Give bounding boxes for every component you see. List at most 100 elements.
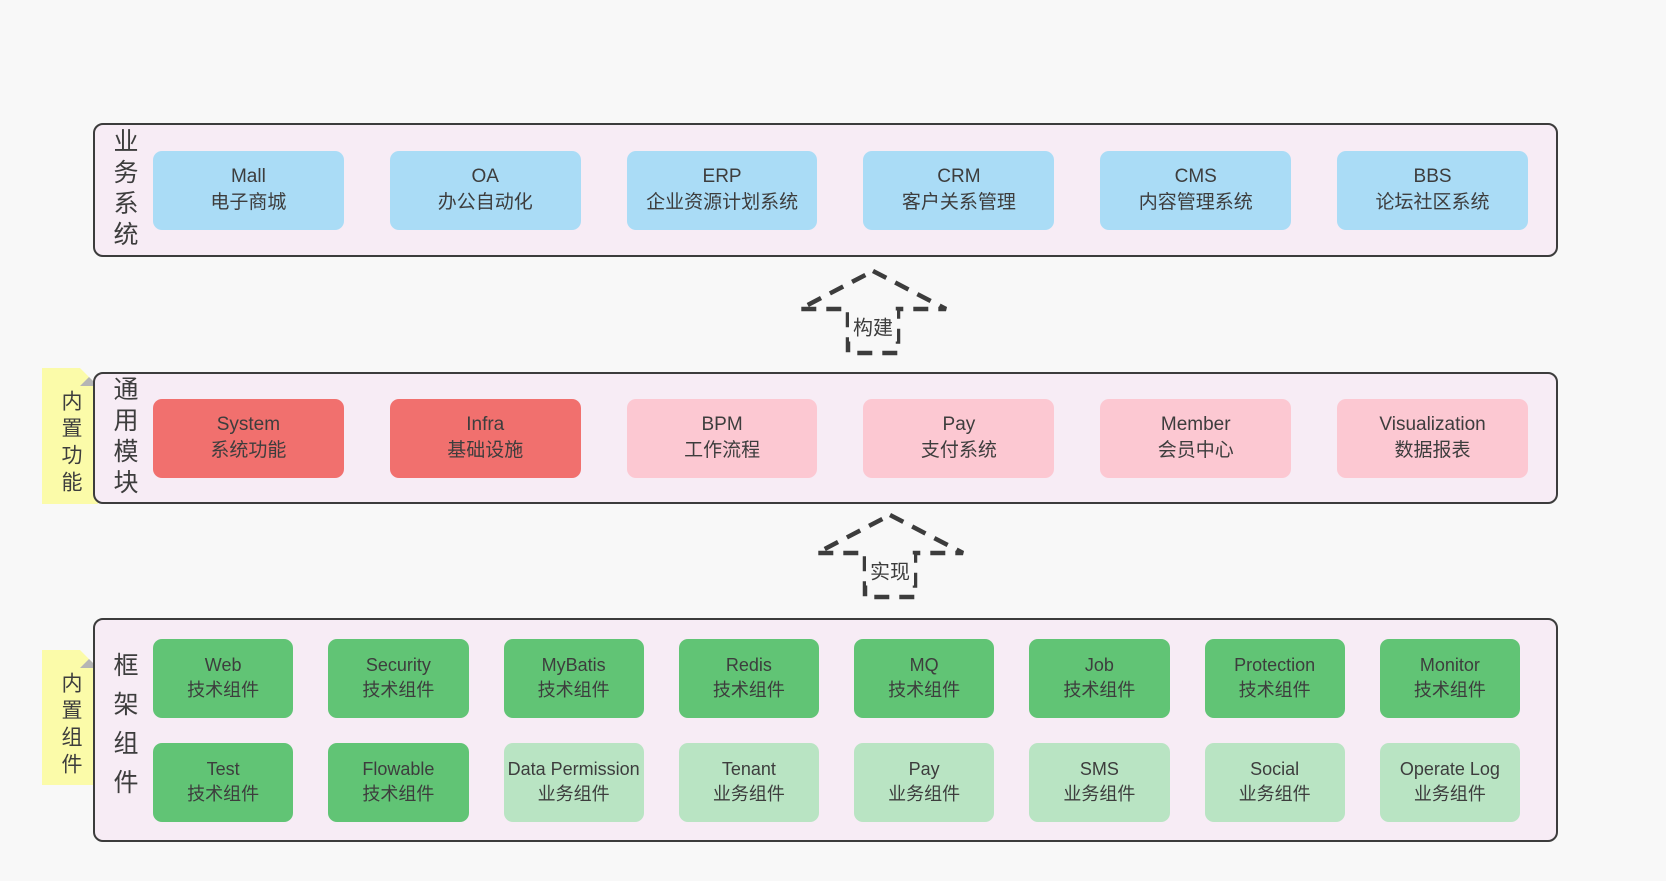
- module-section-label: 通用模块: [110, 376, 138, 500]
- box-subtitle: 业务组件: [537, 784, 610, 804]
- box-subtitle: 技术组件: [537, 680, 610, 700]
- box-title: Pay: [908, 759, 940, 779]
- box-subtitle: 工作流程: [684, 440, 761, 461]
- box-title: Visualization: [1379, 414, 1486, 435]
- box-web: Web 技术组件: [153, 638, 294, 718]
- box-subtitle: 技术组件: [362, 784, 435, 804]
- box-title: Infra: [466, 414, 505, 435]
- box-member: Member 会员中心: [1100, 398, 1292, 478]
- box-subtitle: 技术组件: [362, 680, 435, 700]
- box-protection: Protection 技术组件: [1204, 638, 1345, 718]
- box-subtitle: 业务组件: [1063, 784, 1136, 804]
- box-subtitle: 会员中心: [1157, 440, 1234, 461]
- box-pay-biz: Pay 业务组件: [854, 742, 995, 822]
- component-rows: Web 技术组件 Security 技术组件 MyBatis 技术组件 Redi…: [153, 620, 1556, 840]
- box-title: Web: [204, 655, 242, 675]
- box-data-permission: Data Permission 业务组件: [503, 742, 644, 822]
- module-boxes-row: System 系统功能 Infra 基础设施 BPM 工作流程 Pay 支付系统…: [153, 374, 1556, 502]
- box-title: Member: [1160, 414, 1231, 435]
- box-security: Security 技术组件: [328, 638, 469, 718]
- box-crm: CRM 客户关系管理: [863, 150, 1055, 230]
- box-tenant: Tenant 业务组件: [678, 742, 819, 822]
- box-title: System: [216, 414, 281, 435]
- box-sms: SMS 业务组件: [1029, 742, 1170, 822]
- box-monitor: Monitor 技术组件: [1379, 638, 1520, 718]
- box-title: BPM: [701, 414, 743, 435]
- box-title: Job: [1084, 655, 1114, 675]
- sticky-note-label: 内置组件: [59, 672, 82, 780]
- box-title: Monitor: [1419, 655, 1480, 675]
- box-system: System 系统功能: [153, 398, 344, 478]
- common-modules-section: 通用模块 System 系统功能 Infra 基础设施 BPM 工作流程 Pay…: [93, 372, 1558, 504]
- box-bpm: BPM 工作流程: [626, 398, 818, 478]
- box-title: Mall: [230, 166, 266, 187]
- box-subtitle: 论坛社区系统: [1375, 192, 1490, 213]
- box-operate-log: Operate Log 业务组件: [1379, 742, 1520, 822]
- box-title: SMS: [1079, 759, 1119, 779]
- box-subtitle: 客户关系管理: [901, 192, 1016, 213]
- box-title: MQ: [909, 655, 939, 675]
- component-row-1: Web 技术组件 Security 技术组件 MyBatis 技术组件 Redi…: [153, 638, 1520, 718]
- sticky-note-label: 内置功能: [59, 390, 82, 498]
- box-subtitle: 支付系统: [920, 440, 997, 461]
- implement-arrow-label: 实现: [866, 554, 914, 586]
- box-pay: Pay 支付系统: [863, 398, 1055, 478]
- box-redis: Redis 技术组件: [678, 638, 819, 718]
- box-title: Protection: [1234, 655, 1316, 675]
- builtin-features-sticky-note: 内置功能: [42, 368, 98, 504]
- box-subtitle: 业务组件: [712, 784, 785, 804]
- box-subtitle: 数据报表: [1394, 440, 1471, 461]
- box-title: Operate Log: [1399, 759, 1500, 779]
- box-subtitle: 业务组件: [1413, 784, 1486, 804]
- box-subtitle: 技术组件: [1238, 680, 1311, 700]
- box-subtitle: 基础设施: [447, 440, 524, 461]
- box-subtitle: 电子商城: [210, 192, 287, 213]
- box-subtitle: 技术组件: [1063, 680, 1136, 700]
- box-mall: Mall 电子商城: [153, 150, 344, 230]
- box-subtitle: 技术组件: [888, 680, 961, 700]
- box-social: Social 业务组件: [1204, 742, 1345, 822]
- box-subtitle: 业务组件: [1238, 784, 1311, 804]
- box-subtitle: 业务组件: [888, 784, 961, 804]
- box-subtitle: 内容管理系统: [1138, 192, 1253, 213]
- box-subtitle: 技术组件: [1413, 680, 1486, 700]
- box-title: OA: [471, 166, 499, 187]
- box-subtitle: 技术组件: [187, 784, 260, 804]
- box-title: Security: [365, 655, 431, 675]
- box-subtitle: 办公自动化: [437, 192, 533, 213]
- box-title: Pay: [942, 414, 976, 435]
- builtin-components-sticky-note: 内置组件: [42, 650, 98, 785]
- box-subtitle: 企业资源计划系统: [646, 192, 799, 213]
- business-boxes-row: Mall 电子商城 OA 办公自动化 ERP 企业资源计划系统 CRM 客户关系…: [153, 125, 1556, 255]
- box-subtitle: 技术组件: [712, 680, 785, 700]
- box-flowable: Flowable 技术组件: [328, 742, 469, 822]
- box-title: Tenant: [721, 759, 776, 779]
- box-title: CRM: [937, 166, 981, 187]
- box-erp: ERP 企业资源计划系统: [626, 150, 818, 230]
- component-section-label: 框架组件: [110, 652, 138, 808]
- box-title: Data Permission: [507, 759, 640, 779]
- box-mybatis: MyBatis 技术组件: [503, 638, 644, 718]
- box-cms: CMS 内容管理系统: [1100, 150, 1292, 230]
- business-section-label: 业务系统: [110, 128, 138, 252]
- box-mq: MQ 技术组件: [854, 638, 995, 718]
- box-title: MyBatis: [541, 655, 606, 675]
- box-infra: Infra 基础设施: [389, 398, 581, 478]
- box-job: Job 技术组件: [1029, 638, 1170, 718]
- box-bbs: BBS 论坛社区系统: [1337, 150, 1528, 230]
- component-row-2: Test 技术组件 Flowable 技术组件 Data Permission …: [153, 742, 1520, 822]
- box-subtitle: 技术组件: [187, 680, 260, 700]
- box-title: Social: [1250, 759, 1300, 779]
- box-title: Flowable: [362, 759, 435, 779]
- business-systems-section: 业务系统 Mall 电子商城 OA 办公自动化 ERP 企业资源计划系统 CRM…: [93, 123, 1558, 257]
- box-title: Test: [206, 759, 240, 779]
- box-title: CMS: [1174, 166, 1217, 187]
- box-test: Test 技术组件: [153, 742, 294, 822]
- box-visualization: Visualization 数据报表: [1337, 398, 1528, 478]
- box-subtitle: 系统功能: [210, 440, 287, 461]
- box-oa: OA 办公自动化: [389, 150, 581, 230]
- framework-components-section: 框架组件 Web 技术组件 Security 技术组件 MyBatis 技术组件…: [93, 618, 1558, 842]
- box-title: BBS: [1413, 166, 1452, 187]
- box-title: ERP: [702, 166, 742, 187]
- box-title: Redis: [725, 655, 772, 675]
